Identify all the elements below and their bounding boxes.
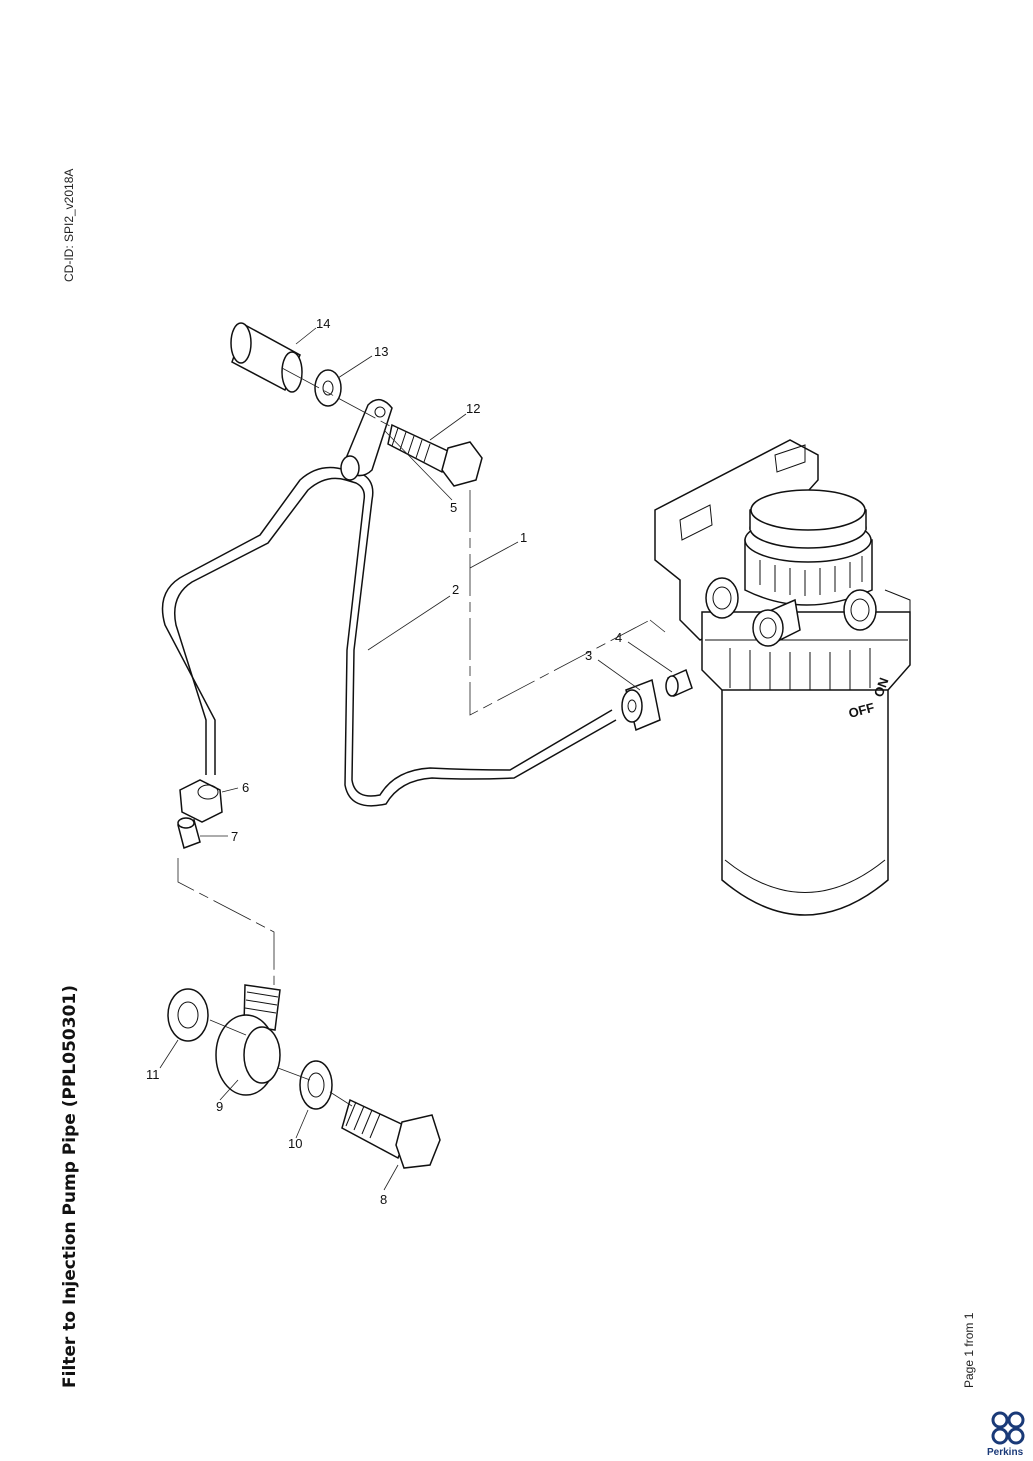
part-4-sleeve [665,668,693,698]
callout-labels: 1 2 3 4 5 6 7 8 9 10 11 12 13 14 [146,316,622,1207]
callout-12: 12 [466,401,480,416]
callout-3: 3 [585,648,592,663]
callout-10: 10 [288,1136,302,1151]
part-11-washer [167,988,209,1042]
callout-13: 13 [374,344,388,359]
part-8-banjo-bolt [341,1098,441,1169]
perkins-logo-icon [991,1411,1025,1445]
fuel-pipe [161,399,617,807]
brand-name: Perkins [987,1447,1024,1458]
part-12-bolt [387,423,483,487]
part-6-nut [179,779,223,823]
part-10-washer [299,1060,333,1110]
callout-8: 8 [380,1192,387,1207]
part-13-washer [314,369,342,407]
callout-2: 2 [452,582,459,597]
filter-off-label: OFF [847,700,876,721]
part-9-banjo [215,984,281,1096]
filter-on-label: ON [871,676,892,699]
part-7-olive [177,817,201,849]
callout-9: 9 [216,1099,223,1114]
callout-6: 6 [242,780,249,795]
part-14-sleeve [230,322,303,393]
fuel-filter-assembly: OFF ON [654,439,911,916]
callout-11: 11 [146,1067,160,1082]
callout-1: 1 [520,530,527,545]
part-3-connector [621,678,661,732]
leader-lines [159,327,673,1191]
callout-4: 4 [615,630,622,645]
callout-7: 7 [231,829,238,844]
callout-14: 14 [316,316,330,331]
callout-5: 5 [450,500,457,515]
